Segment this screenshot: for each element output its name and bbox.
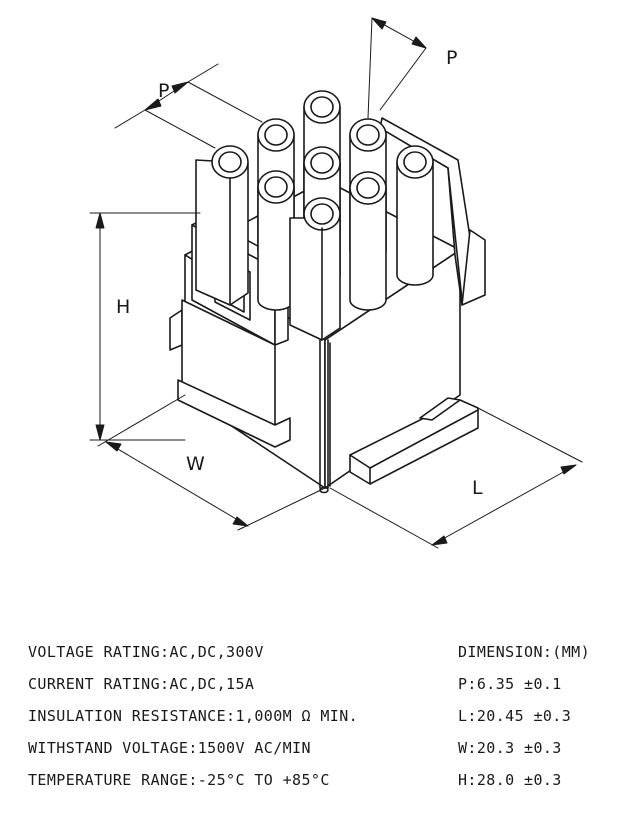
label-p-left: P [158,80,169,102]
spec-voltage-rating: VOLTAGE RATING:AC,DC,300V [28,643,264,661]
dimension-list: DIMENSION:(MM) P:6.35 ±0.1 L:20.45 ±0.3 … [458,636,618,796]
label-w: W [186,453,205,475]
pin-cylinders [195,90,434,341]
spec-insulation-resistance: INSULATION RESISTANCE:1,000M Ω MIN. [28,707,359,725]
label-l: L [472,477,483,499]
dimension-w: W:20.3 ±0.3 [458,739,562,757]
dimension-l: L:20.45 ±0.3 [458,707,572,725]
dim-w [97,394,326,531]
dimension-title: DIMENSION:(MM) [458,643,591,661]
label-p-right: P [446,47,457,69]
label-h: H [116,296,130,318]
dimension-h: H:28.0 ±0.3 [458,771,562,789]
dim-l [329,407,583,549]
base-foot [349,397,479,485]
spec-withstand-voltage: WITHSTAND VOLTAGE:1500V AC/MIN [28,739,311,757]
spec-temperature-range: TEMPERATURE RANGE:-25°C TO +85°C [28,771,330,789]
dim-h [89,212,201,441]
pin-terminal [319,339,329,494]
dimension-p: P:6.35 ±0.1 [458,675,562,693]
dim-p-left [114,63,263,149]
dim-p-right [367,17,427,119]
spec-list: VOLTAGE RATING:AC,DC,300V CURRENT RATING… [28,636,408,796]
spec-current-rating: CURRENT RATING:AC,DC,15A [28,675,255,693]
connector-drawing: P P H W L [89,17,583,549]
side-latch [379,117,486,306]
